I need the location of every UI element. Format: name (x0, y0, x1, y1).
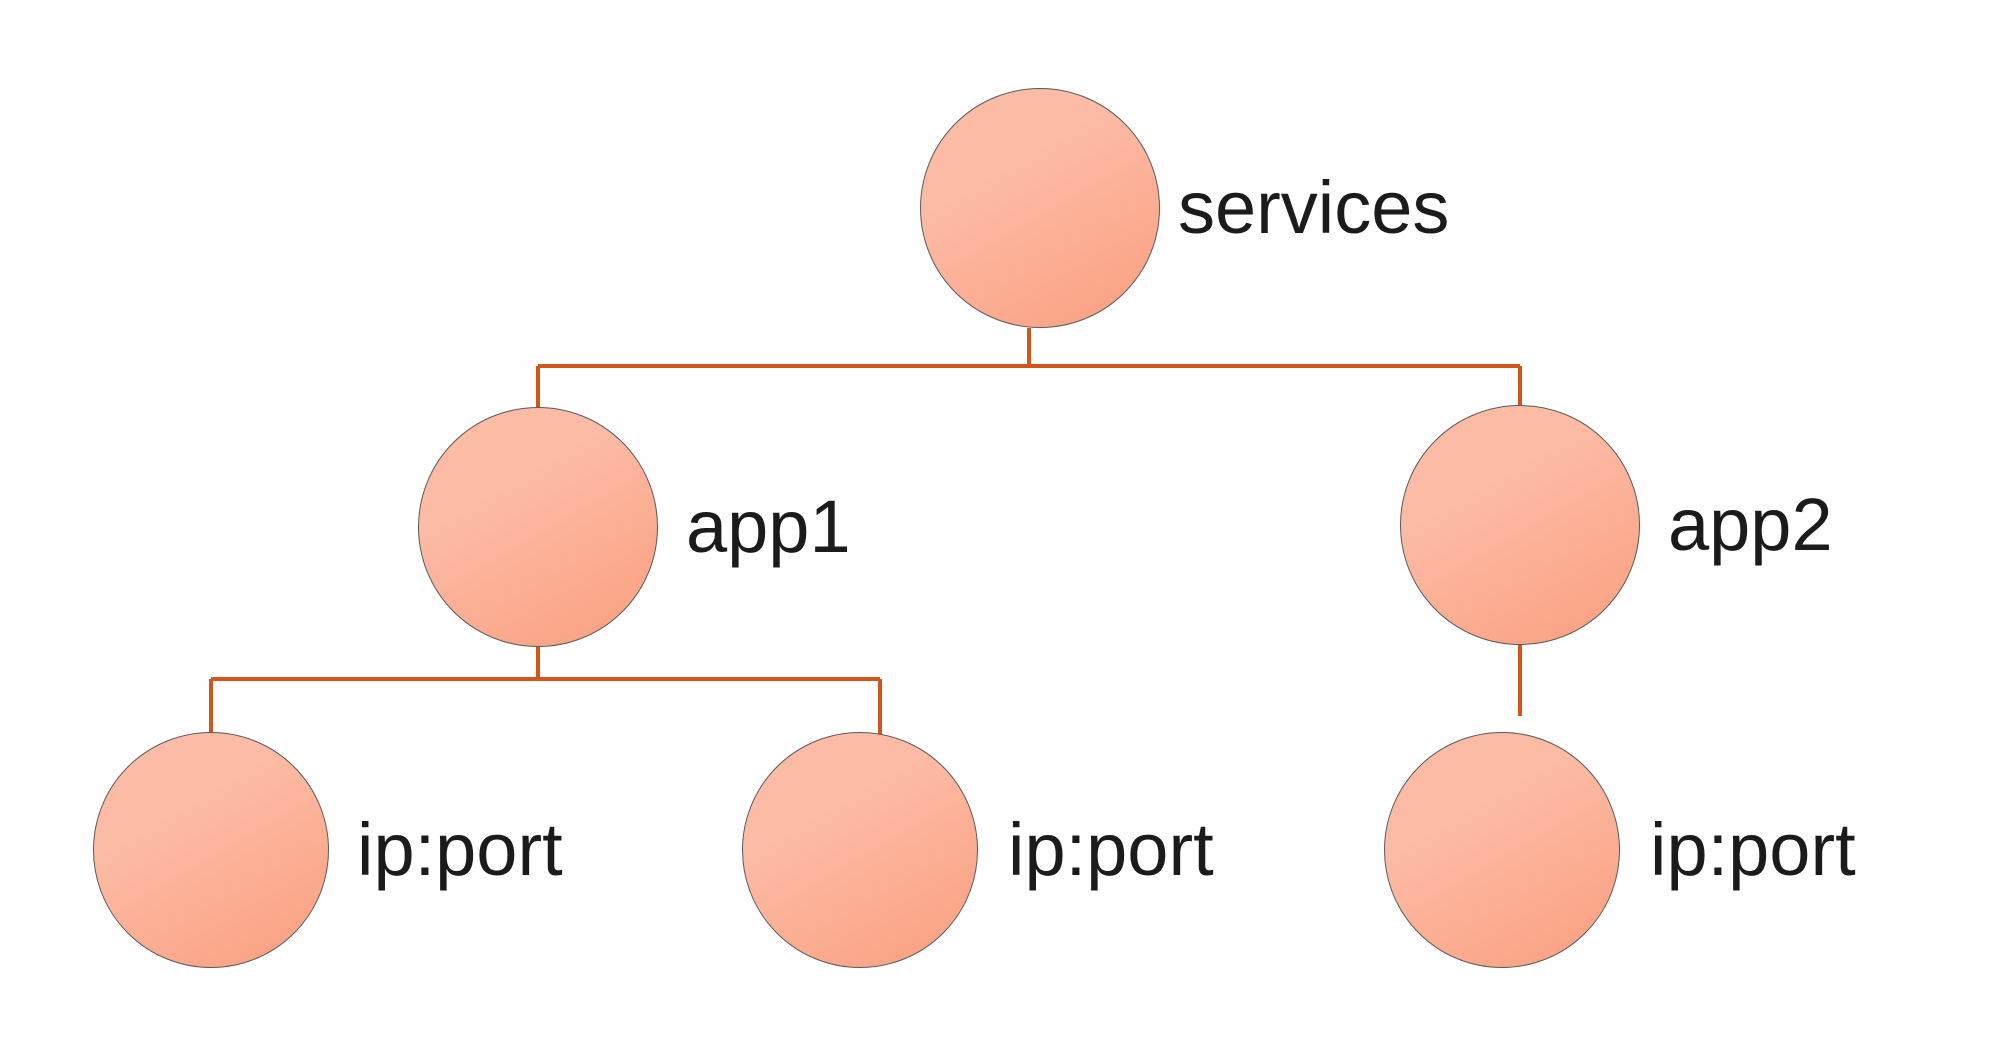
node-app1-circle[interactable] (418, 407, 658, 647)
node-ipport-3-circle[interactable] (1384, 732, 1620, 968)
node-ipport-3-label: ip:port (1650, 808, 1856, 891)
edge-app1-to-ipports (209, 647, 882, 736)
edge-services-to-apps (536, 328, 1522, 407)
node-services-label: services (1178, 166, 1450, 249)
node-ipport-1-label: ip:port (357, 808, 563, 891)
node-app2-circle[interactable] (1400, 405, 1640, 645)
node-services-circle[interactable] (920, 88, 1160, 328)
node-app2-label: app2 (1668, 483, 1833, 566)
node-ipport-1-circle[interactable] (93, 732, 329, 968)
node-ipport-2-circle[interactable] (742, 732, 978, 968)
node-ipport-2-label: ip:port (1008, 808, 1214, 891)
node-app1-label: app1 (686, 485, 851, 568)
